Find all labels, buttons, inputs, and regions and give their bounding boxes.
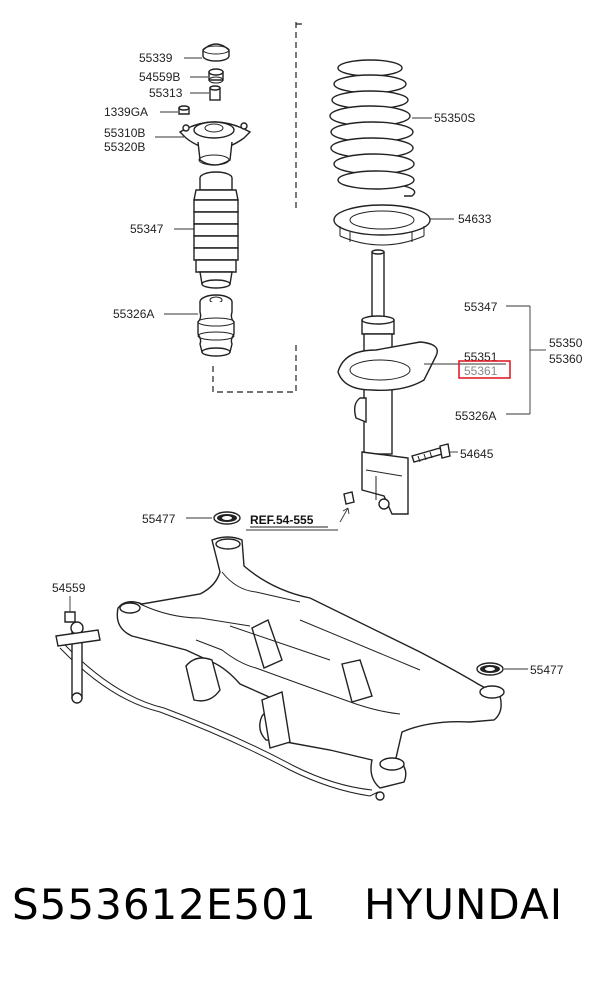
label-55477-right: 55477 [530,663,564,677]
bolt-part [411,443,451,463]
strut-mount-part [178,121,252,166]
highlight-box [458,360,511,379]
label-55351: 55351 [464,350,498,364]
label-54559B: 54559B [139,70,180,84]
lock-nut-part [208,68,224,84]
label-55310B: 55310B [104,126,145,140]
label-54645: 54645 [460,447,494,461]
label-54559: 54559 [52,581,86,595]
brand-name: HYUNDAI [364,880,564,929]
washer-left-part [213,511,241,525]
spring-pad-part [333,204,431,246]
link-nut-part [64,611,76,623]
crossmember-part [116,536,505,789]
label-55361: 55361 [464,364,498,378]
label-55350S: 55350S [434,111,475,125]
label-54633: 54633 [458,212,492,226]
part-number: S553612E501 [12,880,317,929]
label-55326A-right: 55326A [455,409,496,423]
shock-absorber-part [337,249,438,515]
exploded-view-bracket [212,20,306,393]
strut-nut-part [343,491,355,505]
label-55347-left: 55347 [130,222,164,236]
footer: S553612E501 HYUNDAI [0,880,600,950]
flange-nut-part [178,105,190,115]
stabilizer-bar-part [55,621,385,801]
washer-right-part [476,662,504,676]
spacer-part [209,85,221,101]
coil-spring-part [329,59,416,197]
dust-boot-part [193,171,239,289]
label-55360: 55360 [549,352,583,366]
label-55313: 55313 [149,86,183,100]
ref-label: REF.54-555 [250,513,314,527]
label-55326A-left: 55326A [113,307,154,321]
label-55339: 55339 [139,51,173,65]
label-55347-right: 55347 [464,300,498,314]
label-1339GA: 1339GA [104,105,148,119]
ref-arrow [339,507,350,523]
label-55350: 55350 [549,336,583,350]
label-55477-left: 55477 [142,512,176,526]
bump-stopper-part [197,294,235,357]
label-55320B: 55320B [104,140,145,154]
dust-cap-part [202,43,230,62]
